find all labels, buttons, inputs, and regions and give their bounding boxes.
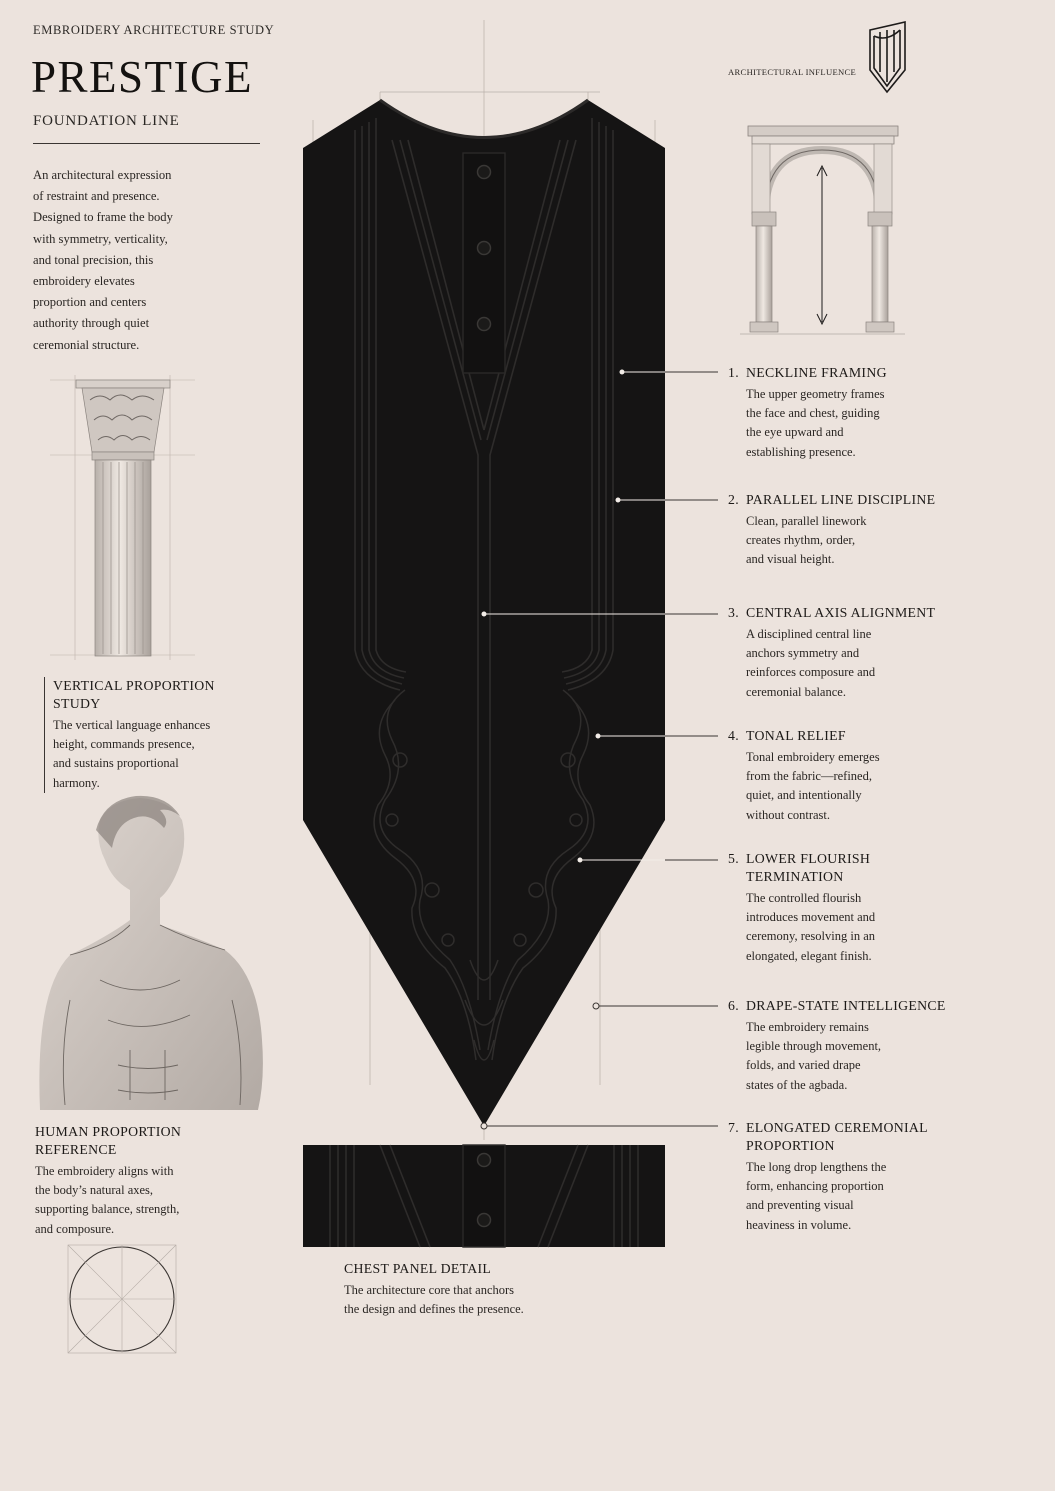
intro-line: Designed to frame the body bbox=[33, 210, 173, 225]
human-reference-heading: HUMAN PROPORTION REFERENCE bbox=[35, 1124, 182, 1157]
chest-panel-detail-image bbox=[303, 1144, 665, 1248]
v-linework bbox=[391, 139, 577, 1000]
callout-tonal-relief: 4.TONAL RELIEF Tonal embroidery emerges … bbox=[728, 728, 880, 822]
placket bbox=[462, 152, 506, 374]
callout-neckline-framing: 1.NECKLINE FRAMING The upper geometry fr… bbox=[728, 365, 887, 459]
intro-line: authority through quiet bbox=[33, 316, 150, 331]
arch-illustration bbox=[740, 125, 905, 335]
vertical-study-heading: VERTICAL PROPORTION STUDY bbox=[53, 678, 215, 711]
corinthian-column-illustration bbox=[50, 375, 195, 660]
architectural-influence-label: ARCHITECTURAL INFLUENCE bbox=[728, 67, 857, 77]
chest-panel-caption: CHEST PANEL DETAIL The architecture core… bbox=[344, 1260, 584, 1319]
button-1 bbox=[476, 164, 492, 180]
intro-line: with symmetry, verticality, bbox=[33, 231, 168, 246]
intro-line: An architectural expression bbox=[33, 168, 172, 182]
vertical-proportion-study: VERTICAL PROPORTION STUDY The vertical l… bbox=[44, 677, 253, 793]
intro-line: ceremonial structure. bbox=[33, 337, 140, 352]
chest-panel-body: The architecture core that anchors the d… bbox=[344, 1283, 524, 1317]
button-2 bbox=[476, 240, 492, 256]
title-divider bbox=[33, 143, 260, 144]
parallel-linework bbox=[354, 118, 614, 691]
intro-line: of restraint and presence. bbox=[33, 189, 160, 204]
vertical-study-body: The vertical language enhances height, c… bbox=[53, 718, 211, 790]
callout-central-axis-alignment: 3.CENTRAL AXIS ALIGNMENT A disciplined c… bbox=[728, 605, 936, 699]
human-proportion-reference: HUMAN PROPORTION REFERENCE The embroider… bbox=[35, 1123, 235, 1239]
page-subtitle: FOUNDATION LINE bbox=[33, 113, 180, 129]
chest-panel-heading: CHEST PANEL DETAIL bbox=[344, 1261, 492, 1276]
callout-parallel-line-discipline: 2.PARALLEL LINE DISCIPLINE Clean, parall… bbox=[728, 492, 936, 567]
intro-line: embroidery elevates bbox=[33, 274, 135, 289]
callout-leaders-outer bbox=[484, 371, 718, 1127]
intro-line: and tonal precision, this bbox=[33, 252, 154, 267]
intro-line: proportion and centers bbox=[33, 295, 147, 310]
callout-dots bbox=[480, 369, 625, 1130]
intro-paragraph: An architectural expression of restraint… bbox=[33, 165, 208, 356]
header-eyebrow: EMBROIDERY ARCHITECTURE STUDY bbox=[33, 23, 275, 37]
statue-bust-illustration bbox=[39, 795, 263, 1110]
monogram-shield-icon bbox=[869, 20, 906, 94]
human-reference-body: The embroidery aligns with the body’s na… bbox=[35, 1164, 180, 1236]
callout-leaders-inner bbox=[484, 371, 665, 861]
callout-drape-state-intelligence: 6.DRAPE-STATE INTELLIGENCE The embroider… bbox=[728, 998, 946, 1092]
proportion-circle-diagram bbox=[67, 1244, 177, 1354]
button-3 bbox=[476, 316, 492, 332]
flourish-embroidery bbox=[373, 689, 595, 1061]
page-title: PRESTIGE bbox=[31, 52, 254, 102]
